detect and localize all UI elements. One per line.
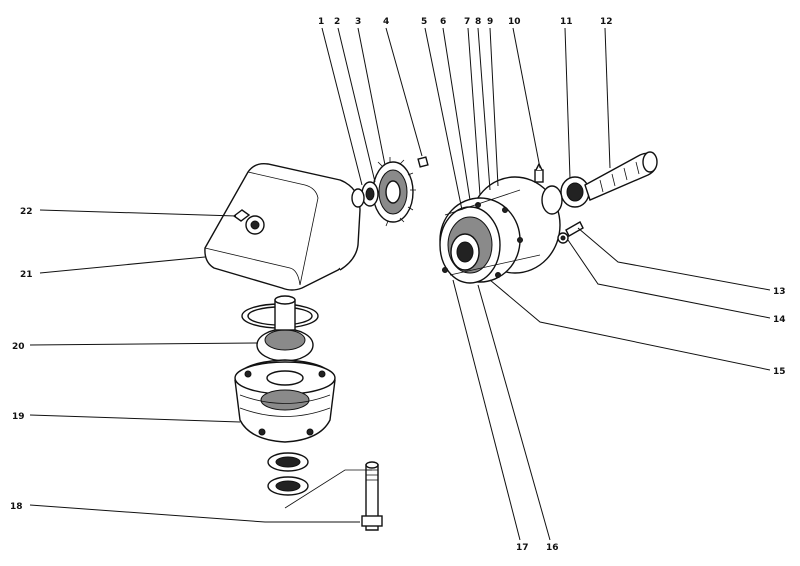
bearing-11 <box>541 176 590 215</box>
callout-22: 22 <box>20 207 33 217</box>
shaft-18 <box>284 461 383 531</box>
callout-4: 4 <box>383 17 389 27</box>
callout-13: 13 <box>773 287 786 297</box>
callout-21: 21 <box>20 270 33 280</box>
callout-2: 2 <box>334 17 340 27</box>
callout-12: 12 <box>600 17 613 27</box>
callout-15: 15 <box>773 367 786 377</box>
lower-bearing-pair <box>267 452 309 496</box>
pinion-gear <box>372 157 416 227</box>
callout-14: 14 <box>773 315 786 325</box>
callout-8: 8 <box>475 17 481 27</box>
callout-17: 17 <box>516 543 529 553</box>
bearing-housing-assembly <box>439 176 561 284</box>
callout-5: 5 <box>421 17 427 27</box>
callout-19: 19 <box>12 412 25 422</box>
callout-9: 9 <box>487 17 493 27</box>
callout-6: 6 <box>440 17 446 27</box>
collar-spacer <box>351 181 379 208</box>
callout-16: 16 <box>546 543 559 553</box>
callout-1: 1 <box>318 17 324 27</box>
callout-10: 10 <box>508 17 521 27</box>
grease-fitting-10 <box>534 162 544 183</box>
washer-14 <box>557 232 569 244</box>
callout-3: 3 <box>355 17 361 27</box>
bolt-13 <box>565 221 584 237</box>
callout-18: 18 <box>10 502 23 512</box>
callout-7: 7 <box>464 17 470 27</box>
leader-lines <box>29 27 771 541</box>
shaft-12 <box>584 151 658 201</box>
key-4 <box>417 156 429 168</box>
gearbox-housing <box>204 162 361 291</box>
bearing-housing-19 <box>234 359 336 443</box>
callout-11: 11 <box>560 17 573 27</box>
callout-labels: 1 2 3 4 5 6 7 8 9 10 11 12 13 14 15 16 1… <box>10 17 786 553</box>
callout-20: 20 <box>12 342 25 352</box>
